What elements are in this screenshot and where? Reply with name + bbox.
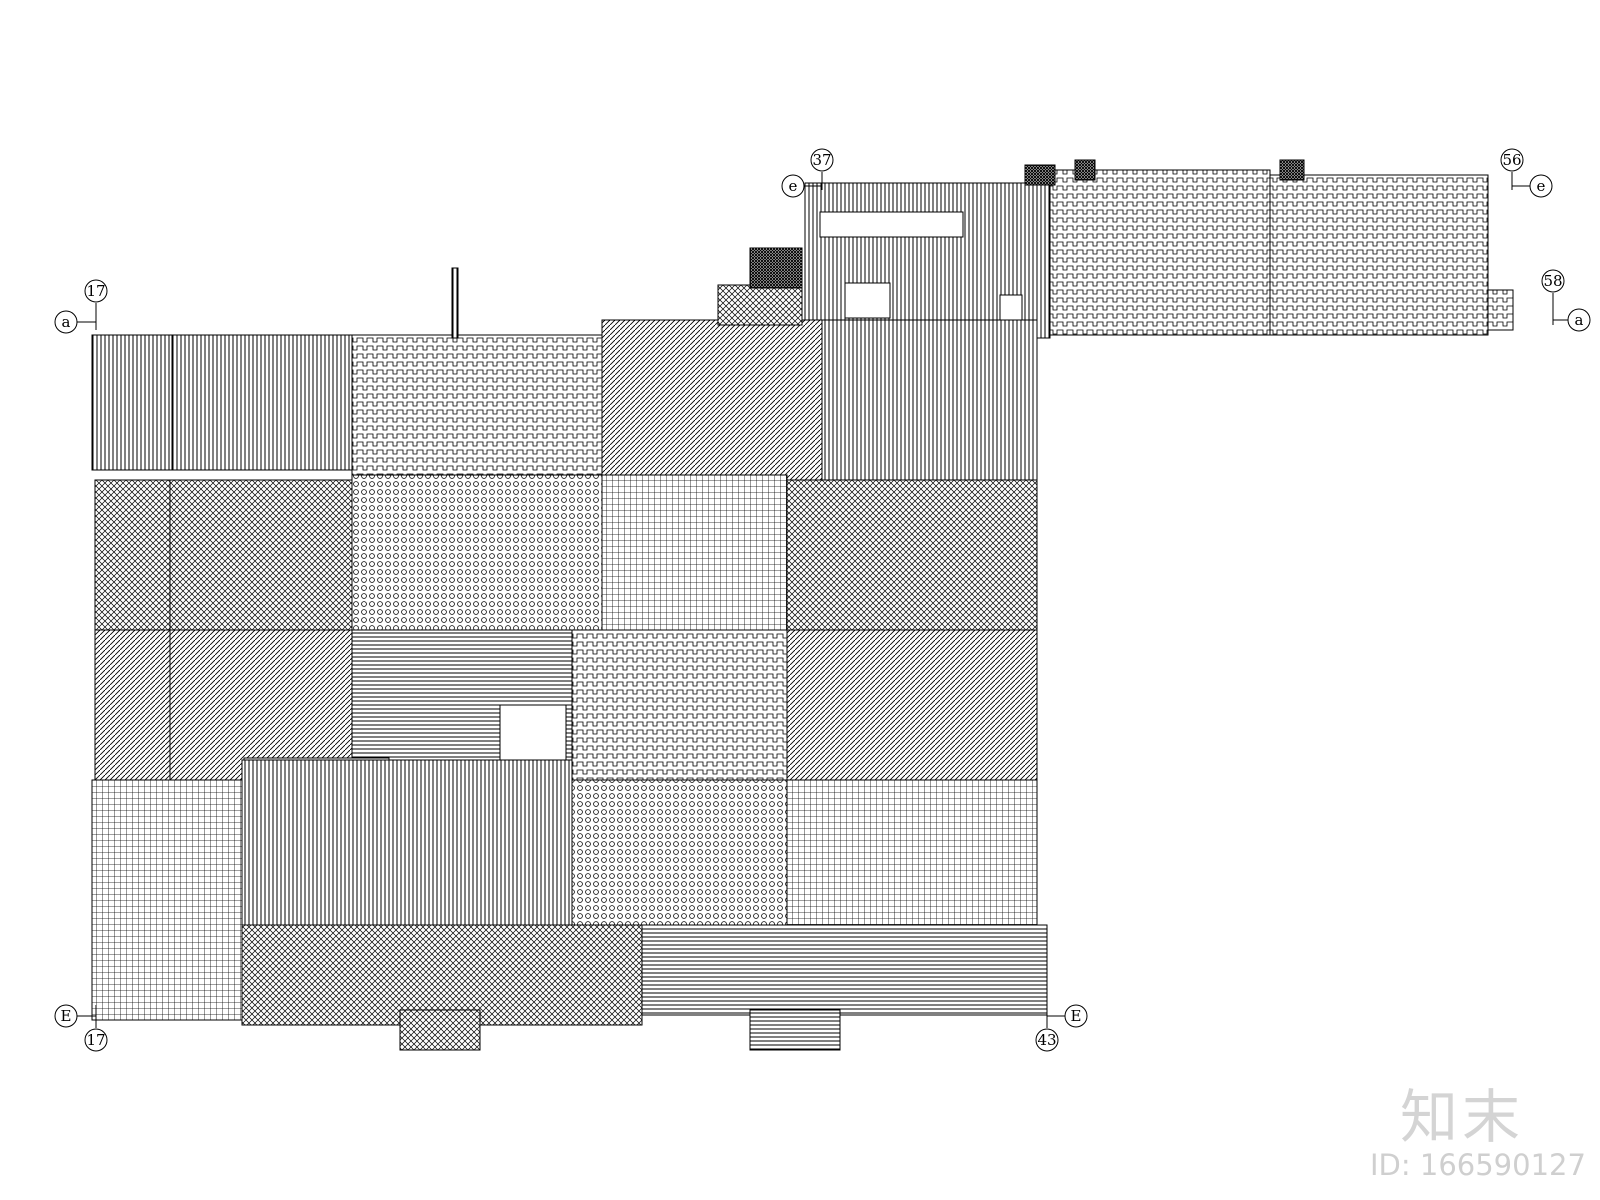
axis-label-E-right: E — [1071, 1007, 1082, 1025]
second-row-zones — [94, 474, 1038, 631]
watermark-logo: 知末 — [1400, 1083, 1525, 1151]
axis-label-E-left: E — [61, 1007, 72, 1025]
axis-label-58: 58 — [1543, 272, 1562, 290]
axis-label-a-right: a — [1575, 311, 1584, 329]
axis-label-a-left: a — [62, 313, 71, 331]
upper-right-wing — [804, 159, 1514, 339]
fourth-row-zones — [91, 759, 1038, 1021]
axis-label-17-bottom: 17 — [86, 1031, 105, 1049]
watermark-id: ID: 166590127 — [1370, 1148, 1586, 1182]
top-row-zones — [91, 247, 1038, 486]
axis-label-17-top: 17 — [86, 282, 105, 300]
axis-label-e-right: e — [1537, 177, 1546, 195]
axis-label-37: 37 — [812, 151, 831, 169]
axis-label-e-left: e — [789, 177, 798, 195]
third-row-zones — [94, 629, 1038, 846]
bottom-row-zones — [241, 924, 1048, 1051]
axis-label-56: 56 — [1502, 151, 1521, 169]
axis-label-43: 43 — [1037, 1031, 1056, 1049]
axis-markers: 37 e 56 e 58 a 17 a E 17 E — [54, 148, 1591, 1052]
